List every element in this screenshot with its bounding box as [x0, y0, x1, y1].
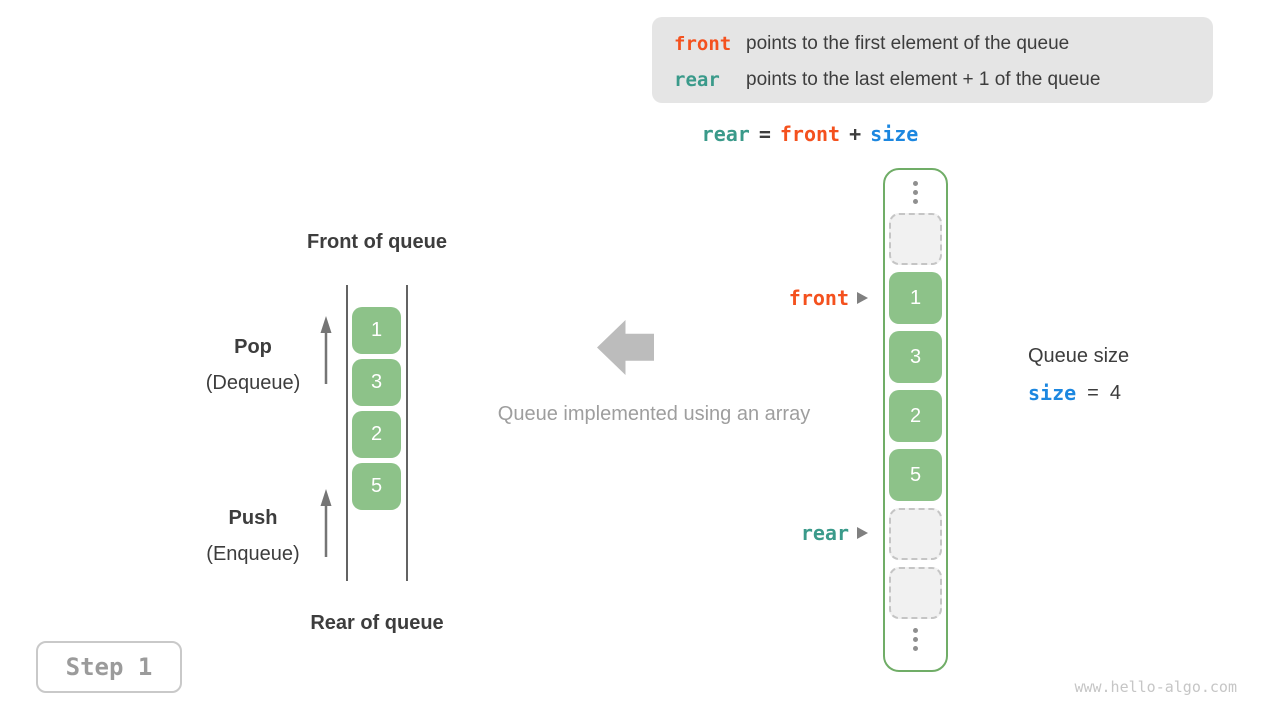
formula-front: front: [779, 122, 841, 146]
formula: rear = front + size: [655, 122, 965, 146]
front-keyword: front: [674, 33, 732, 55]
formula-size: size: [870, 122, 919, 146]
pop-sublabel: (Dequeue): [205, 372, 301, 394]
array-cell: 1: [352, 307, 401, 354]
array-container: 1 3 2 5: [883, 168, 948, 672]
rear-description: points to the last element + 1 of the qu…: [746, 69, 1101, 90]
front-pointer: front: [738, 286, 868, 310]
rear-pointer: rear: [738, 521, 868, 545]
channel-left-line: [346, 285, 348, 581]
info-line-front: front points to the first element of the…: [674, 26, 1213, 62]
array-cell: 2: [889, 390, 942, 442]
right-arrowhead-icon: [857, 527, 868, 539]
array-cell: 1: [889, 272, 942, 324]
channel-right-line: [406, 285, 408, 581]
queue-size-expression: size = 4: [1028, 381, 1121, 405]
queue-size-title: Queue size: [1028, 345, 1130, 367]
rear-keyword: rear: [674, 69, 720, 91]
step-badge: Step 1: [36, 641, 182, 693]
size-value: 4: [1109, 381, 1121, 404]
size-variable: size: [1028, 381, 1077, 405]
rear-pointer-label: rear: [800, 521, 849, 545]
info-line-rear: rear points to the last element + 1 of t…: [674, 62, 1213, 98]
left-array-cells: 1 3 2 5: [352, 307, 401, 510]
front-pointer-label: front: [788, 286, 849, 310]
pop-up-arrow-icon: [320, 316, 332, 384]
right-arrowhead-icon: [857, 292, 868, 304]
push-label: Push: [228, 507, 278, 529]
rear-of-queue-label: Rear of queue: [310, 612, 444, 634]
empty-slot: [889, 567, 942, 619]
array-cell: 3: [889, 331, 942, 383]
array-cell: 2: [352, 411, 401, 458]
diagram-caption: Queue implemented using an array: [497, 403, 811, 425]
watermark: www.hello-algo.com: [1074, 678, 1237, 696]
array-cell: 5: [889, 449, 942, 501]
empty-slot: [889, 508, 942, 560]
formula-rear: rear: [701, 122, 750, 146]
formula-plus: +: [849, 122, 862, 146]
vertical-ellipsis-icon: [913, 626, 918, 653]
left-block-arrow-icon: [597, 320, 654, 375]
empty-slot: [889, 213, 942, 265]
info-box: front points to the first element of the…: [652, 17, 1213, 103]
push-up-arrow-icon: [320, 489, 332, 557]
vertical-ellipsis-icon: [913, 179, 918, 206]
array-cell: 3: [352, 359, 401, 406]
front-of-queue-label: Front of queue: [307, 231, 447, 253]
pop-label: Pop: [234, 336, 272, 358]
size-equals: =: [1087, 381, 1099, 404]
formula-equals: =: [758, 122, 771, 146]
front-description: points to the first element of the queue: [746, 33, 1070, 54]
array-cell: 5: [352, 463, 401, 510]
push-sublabel: (Enqueue): [206, 543, 300, 565]
